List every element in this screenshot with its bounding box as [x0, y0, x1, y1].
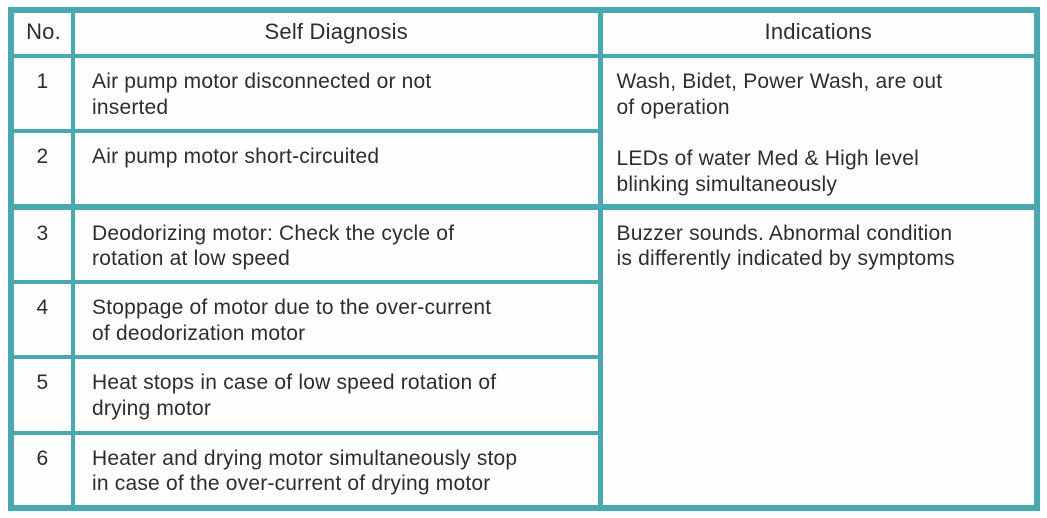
- indications-cell-rows-1-2: Wash, Bidet, Power Wash, are out of oper…: [598, 54, 1039, 209]
- header-row: No. Self Diagnosis Indications: [9, 8, 1039, 58]
- diagnosis-cell: Air pump motor disconnected or not inser…: [71, 53, 603, 134]
- indication-paragraph: LEDs of water Med & High level blinking …: [616, 147, 919, 196]
- indication-paragraph: Wash, Bidet, Power Wash, are out of oper…: [616, 70, 943, 119]
- indication-paragraph: Buzzer sounds. Abnormal condition is dif…: [616, 221, 955, 271]
- header-indications: Indications: [598, 8, 1039, 58]
- diagnosis-cell: Air pump motor short-circuited: [71, 129, 603, 209]
- row-number: 4: [9, 279, 75, 360]
- diagnosis-cell: Deodorizing motor: Check the cycle of ro…: [71, 203, 603, 284]
- indications-cell-rows-3-6: Buzzer sounds. Abnormal condition is dif…: [598, 203, 1039, 511]
- table-row-1: 1 Air pump motor disconnected or not ins…: [9, 53, 1039, 209]
- diagnosis-cell: Heat stops in case of low speed rotation…: [71, 355, 603, 435]
- table-row-5: 5 Heat stops in case of low speed rotati…: [9, 355, 1037, 435]
- table-row-4: 4 Stoppage of motor due to the over-curr…: [9, 279, 1037, 360]
- row-number: 5: [9, 355, 75, 435]
- table-row-2: 2 Air pump motor short-circuited: [9, 129, 1037, 209]
- row-number: 6: [9, 430, 75, 511]
- row-number: 2: [9, 129, 75, 209]
- header-no: No.: [9, 8, 75, 58]
- row-number: 1: [9, 53, 75, 134]
- diagnosis-cell: Stoppage of motor due to the over-curren…: [71, 279, 603, 360]
- table-row-6: 6 Heater and drying motor simultaneously…: [9, 430, 1037, 511]
- table-row-3: 3 Deodorizing motor: Check the cycle of …: [9, 203, 1039, 511]
- diagnosis-cell: Heater and drying motor simultaneously s…: [71, 430, 603, 511]
- self-diagnosis-table: No. Self Diagnosis Indications 1 Air pum…: [8, 7, 1040, 511]
- header-self-diagnosis: Self Diagnosis: [71, 8, 603, 58]
- row-number: 3: [9, 203, 75, 284]
